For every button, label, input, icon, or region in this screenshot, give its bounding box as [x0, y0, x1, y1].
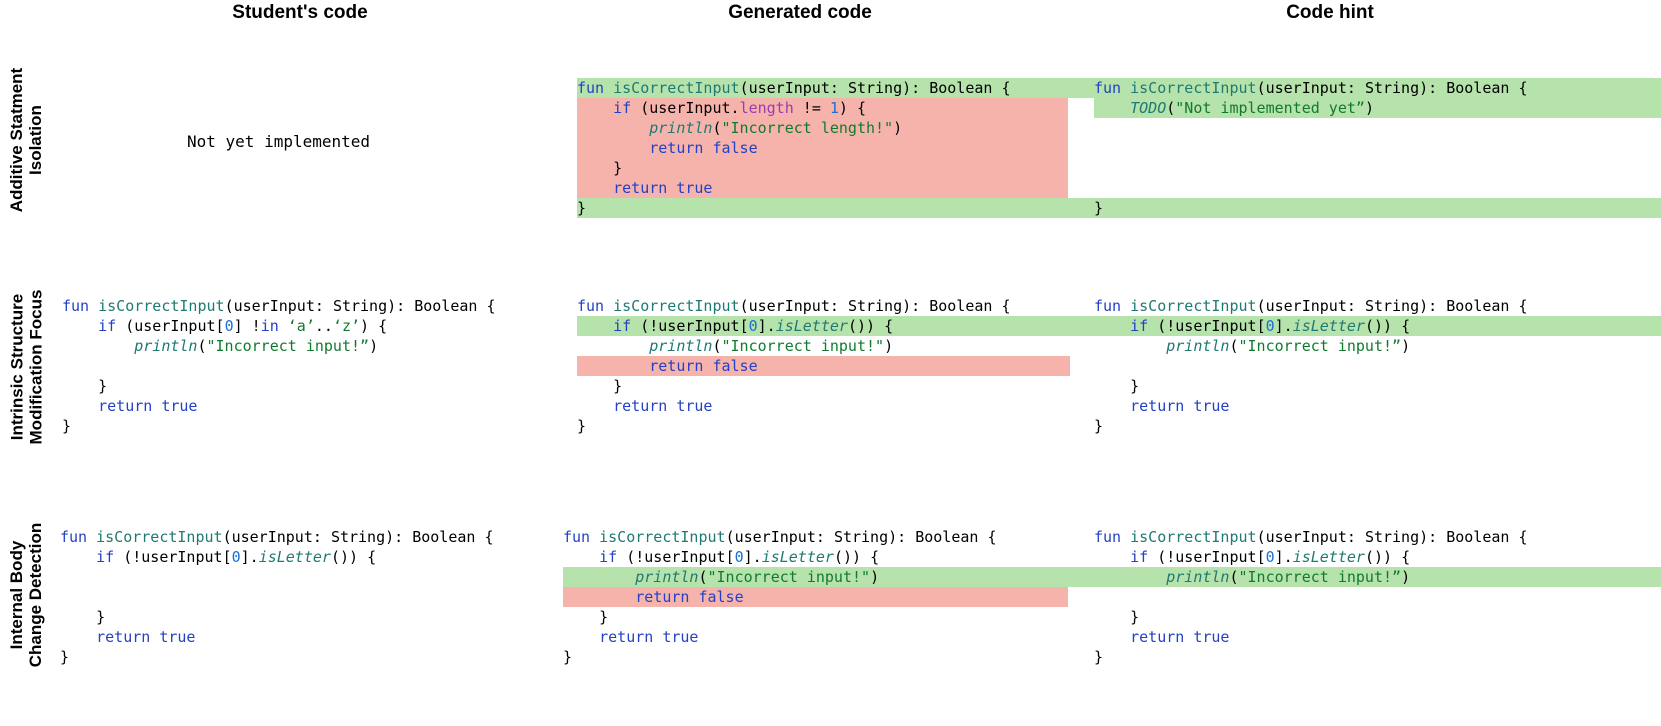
row-label-line-1: Intrinsic Structure: [6, 293, 26, 441]
cell-hint-row-1: fun isCorrectInput(userInput: String): B…: [1090, 40, 1661, 240]
code-line: }: [1130, 608, 1140, 626]
code-block-generated-row-2: fun isCorrectInput(userInput: String): B…: [577, 296, 1649, 436]
column-headers: Student's code Generated code Code hint: [0, 0, 1661, 32]
code-line: [60, 567, 494, 587]
code-line: fun isCorrectInput(userInput: String): B…: [577, 78, 1660, 98]
code-line: }: [98, 377, 108, 395]
row-label-internal-body-change-detection: Internal Body Change Detection: [0, 488, 52, 703]
code-line: return true: [1130, 397, 1230, 415]
row-label-additive-statement-isolation: Additive Statment Isolation: [0, 40, 52, 240]
code-line: }: [62, 417, 72, 435]
code-line: }: [563, 648, 573, 666]
code-line: fun isCorrectInput(userInput: String): B…: [1094, 528, 1528, 546]
code-line: [1094, 138, 1528, 158]
code-line: }: [1094, 648, 1104, 666]
comparison-row-additive-statement-isolation: Additive Statment Isolation Not yet impl…: [0, 40, 1661, 240]
code-line: fun isCorrectInput(userInput: String): B…: [563, 528, 997, 546]
code-line: fun isCorrectInput(userInput: String): B…: [1094, 297, 1528, 315]
code-line: }: [577, 198, 1660, 218]
code-block-hint-row-2: fun isCorrectInput(userInput: String): B…: [1094, 296, 1661, 436]
code-line: println("Incorrect input!"): [649, 337, 894, 355]
code-line: println("Incorrect length!"): [577, 118, 1068, 138]
cell-student-row-1: Not yet implemented: [52, 40, 560, 240]
code-block-hint-row-3: fun isCorrectInput(userInput: String): B…: [1094, 527, 1661, 667]
code-line: [1094, 118, 1528, 138]
column-header-generated: Generated code: [728, 2, 872, 23]
code-line: if (!userInput[0].isLetter()) {: [599, 548, 880, 566]
comparison-row-intrinsic-structure-modification-focus: Intrinsic Structure Modification Focus f…: [0, 262, 1661, 472]
code-line: [1094, 158, 1528, 178]
code-line: return true: [613, 397, 713, 415]
code-line: [62, 356, 496, 376]
code-line: [1094, 178, 1528, 198]
code-line: return true: [98, 397, 198, 415]
code-line: println("Incorrect input!”): [134, 337, 379, 355]
code-line: fun isCorrectInput(userInput: String): B…: [577, 297, 1011, 315]
code-line: fun isCorrectInput(userInput: String): B…: [62, 297, 496, 315]
row-label-line-1: Internal Body: [6, 541, 26, 650]
code-line: if (userInput[0] !in ‘a’..‘z’) {: [98, 317, 388, 335]
code-line: return true: [96, 628, 196, 646]
code-line: [1094, 587, 1528, 607]
code-line: }: [1094, 198, 1661, 218]
cell-student-row-3: fun isCorrectInput(userInput: String): B…: [52, 488, 560, 703]
cell-student-row-2: fun isCorrectInput(userInput: String): B…: [52, 262, 560, 472]
code-line: return false: [577, 138, 1068, 158]
code-block-generated-row-1: fun isCorrectInput(userInput: String): B…: [577, 78, 1660, 218]
code-block-student-row-3: fun isCorrectInput(userInput: String): B…: [60, 527, 494, 667]
code-line: }: [60, 648, 70, 666]
code-line: if (!userInput[0].isLetter()) {: [1094, 316, 1661, 336]
cell-generated-row-2: fun isCorrectInput(userInput: String): B…: [560, 262, 1649, 472]
code-block-generated-row-3: fun isCorrectInput(userInput: String): B…: [563, 527, 1652, 667]
code-line: [60, 587, 494, 607]
code-line: println("Incorrect input!”): [1094, 567, 1661, 587]
code-line: return false: [577, 356, 1070, 376]
code-line: }: [96, 608, 106, 626]
code-line: }: [1130, 377, 1140, 395]
cell-hint-row-2: fun isCorrectInput(userInput: String): B…: [1090, 262, 1661, 472]
comparison-row-internal-body-change-detection: Internal Body Change Detection fun isCor…: [0, 488, 1661, 703]
row-label-line-2: Modification Focus: [26, 289, 46, 445]
column-header-hint: Code hint: [1286, 2, 1374, 23]
code-line: if (!userInput[0].isLetter()) {: [1130, 548, 1411, 566]
code-line: return true: [577, 178, 1068, 198]
code-line: println("Incorrect input!”): [1166, 337, 1411, 355]
row-label-line-2: Change Detection: [26, 523, 45, 668]
row-label-line-1: Additive Statment: [6, 67, 26, 213]
code-line: println("Incorrect input!"): [563, 567, 1652, 587]
cell-hint-row-3: fun isCorrectInput(userInput: String): B…: [1090, 488, 1661, 703]
code-line: if (userInput.length != 1) {: [577, 98, 1068, 118]
code-line: }: [577, 417, 587, 435]
code-line: fun isCorrectInput(userInput: String): B…: [60, 528, 494, 546]
student-code-placeholder-note: Not yet implemented: [187, 132, 371, 151]
cell-generated-row-1: fun isCorrectInput(userInput: String): B…: [560, 40, 1660, 240]
code-line: }: [599, 608, 609, 626]
code-block-hint-row-1: fun isCorrectInput(userInput: String): B…: [1094, 78, 1661, 218]
code-line: }: [1094, 417, 1104, 435]
code-line: fun isCorrectInput(userInput: String): B…: [1094, 78, 1661, 98]
code-line: return true: [599, 628, 699, 646]
row-label-intrinsic-structure-modification-focus: Intrinsic Structure Modification Focus: [0, 262, 52, 472]
column-header-student: Student's code: [232, 2, 368, 23]
code-line: if (!userInput[0].isLetter()) {: [96, 548, 377, 566]
code-line: return true: [1130, 628, 1230, 646]
code-line: return false: [563, 587, 1068, 607]
code-line: }: [577, 158, 1068, 178]
code-line: [1094, 356, 1528, 376]
code-line: if (!userInput[0].isLetter()) {: [577, 316, 1649, 336]
cell-generated-row-3: fun isCorrectInput(userInput: String): B…: [560, 488, 1652, 703]
code-block-student-row-2: fun isCorrectInput(userInput: String): B…: [62, 296, 496, 436]
row-label-line-2: Isolation: [26, 105, 45, 175]
code-line: }: [613, 377, 623, 395]
code-line: TODO("Not implemented yet”): [1094, 98, 1661, 118]
